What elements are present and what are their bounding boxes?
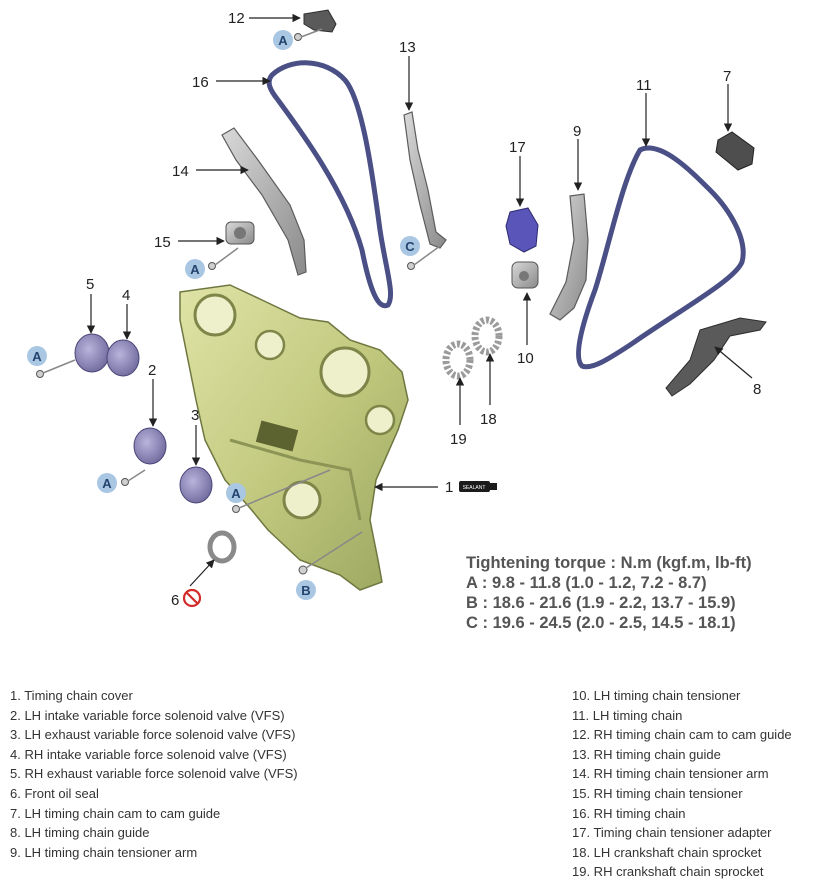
legend-item: 12. RH timing chain cam to cam guide	[572, 727, 792, 743]
lh-exhaust-vfs	[179, 466, 213, 504]
badge-a-4: A	[97, 473, 117, 493]
bolts	[36, 28, 441, 575]
callout-18: 18	[480, 411, 497, 428]
legend-item: 7. LH timing chain cam to cam guide	[10, 805, 221, 821]
callout-4: 4	[122, 287, 130, 304]
callout-17: 17	[509, 139, 526, 156]
badge-a-3: A	[27, 346, 47, 366]
legend-item: 8. LH timing chain guide	[10, 825, 150, 841]
callout-16: 16	[192, 74, 209, 91]
legend-item: 5. RH exhaust variable force solenoid va…	[10, 766, 298, 782]
legend-item: 16. RH timing chain	[572, 805, 686, 821]
callout-9: 9	[573, 123, 581, 140]
legend-item: 6. Front oil seal	[10, 785, 99, 801]
sealant-tube: SEALANT	[459, 481, 497, 492]
legend-item: 13. RH timing chain guide	[572, 746, 721, 762]
tightening-torque-spec: Tightening torque : N.m (kgf.m, lb-ft) A…	[466, 553, 752, 633]
legend-item: 14. RH timing chain tensioner arm	[572, 766, 769, 782]
lh-timing-chain	[575, 145, 746, 370]
callout-3: 3	[191, 407, 199, 424]
svg-text:B: B	[301, 583, 310, 598]
parts-legend-right: 10. LH timing chain tensioner 11. LH tim…	[572, 686, 792, 882]
no-reuse-icon	[182, 588, 202, 608]
lh-tensioner	[511, 261, 539, 289]
legend-item: 9. LH timing chain tensioner arm	[10, 844, 198, 860]
rh-chain-guide	[403, 111, 447, 249]
torque-title: Tightening torque : N.m (kgf.m, lb-ft)	[466, 554, 752, 572]
torque-row-c: C : 19.6 - 24.5 (2.0 - 2.5, 14.5 - 18.1)	[466, 614, 736, 632]
rh-tensioner-arm	[221, 127, 307, 276]
exploded-diagram: SEALANT 12 16 13 14 15 17 9 11 7 8 10	[27, 9, 767, 609]
badge-a-5: A	[226, 483, 246, 503]
rh-tensioner	[225, 221, 255, 245]
rh-exhaust-vfs	[74, 333, 110, 373]
badge-a-2: A	[185, 259, 205, 279]
rh-crank-sprocket	[442, 340, 474, 380]
torque-badges: A A C A A A B	[27, 30, 420, 600]
callout-14: 14	[172, 163, 189, 180]
svg-text:A: A	[231, 486, 241, 501]
callout-6: 6	[171, 592, 179, 609]
svg-text:A: A	[32, 349, 42, 364]
lh-chain-guide	[665, 317, 767, 397]
legend-item: 3. LH exhaust variable force solenoid va…	[10, 727, 296, 743]
front-oil-seal	[207, 530, 237, 564]
callout-11: 11	[636, 77, 652, 94]
callout-7: 7	[723, 68, 731, 85]
callout-8: 8	[753, 381, 761, 398]
legend-item: 4. RH intake variable force solenoid val…	[10, 746, 287, 762]
svg-text:C: C	[405, 239, 415, 254]
lh-tensioner-arm	[549, 193, 589, 321]
rh-timing-chain	[266, 60, 394, 309]
legend-item: 2. LH intake variable force solenoid val…	[10, 707, 285, 723]
lh-cam-guide	[715, 131, 755, 171]
legend-item: 19. RH crankshaft chain sprocket	[572, 864, 764, 880]
rh-cam-guide	[303, 9, 337, 33]
parts-legend-left: 1. Timing chain cover 2. LH intake varia…	[10, 686, 298, 862]
callout-2: 2	[148, 362, 156, 379]
timing-chain-cover	[179, 284, 409, 591]
leader-lines	[86, 13, 753, 587]
lh-intake-vfs	[133, 427, 167, 465]
legend-item: 11. LH timing chain	[572, 707, 683, 723]
callout-12: 12	[228, 10, 245, 27]
callout-labels: 12 16 13 14 15 17 9 11 7 8 10 18 19 5 4 …	[86, 10, 761, 609]
callout-5: 5	[86, 276, 94, 293]
badge-c: C	[400, 236, 420, 256]
torque-row-b: B : 18.6 - 21.6 (1.9 - 2.2, 13.7 - 15.9)	[466, 594, 736, 612]
callout-10: 10	[517, 350, 534, 367]
badge-a-1: A	[273, 30, 293, 50]
badge-b: B	[296, 580, 316, 600]
torque-row-a: A : 9.8 - 11.8 (1.0 - 1.2, 7.2 - 8.7)	[466, 574, 707, 592]
tensioner-adapter	[505, 207, 539, 253]
callout-1: 1	[445, 479, 453, 496]
sealant-label: SEALANT	[463, 485, 486, 491]
callout-13: 13	[399, 39, 416, 56]
legend-item: 10. LH timing chain tensioner	[572, 688, 741, 703]
callout-19: 19	[450, 431, 467, 448]
svg-text:A: A	[190, 262, 200, 277]
rh-intake-vfs	[106, 339, 140, 377]
legend-item: 17. Timing chain tensioner adapter	[572, 825, 772, 841]
legend-item: 15. RH timing chain tensioner	[572, 785, 743, 801]
svg-text:A: A	[102, 476, 112, 491]
legend-item: 1. Timing chain cover	[10, 688, 133, 703]
lh-crank-sprocket	[471, 316, 503, 356]
legend-item: 18. LH crankshaft chain sprocket	[572, 844, 762, 860]
svg-text:A: A	[278, 33, 288, 48]
callout-15: 15	[154, 234, 171, 251]
